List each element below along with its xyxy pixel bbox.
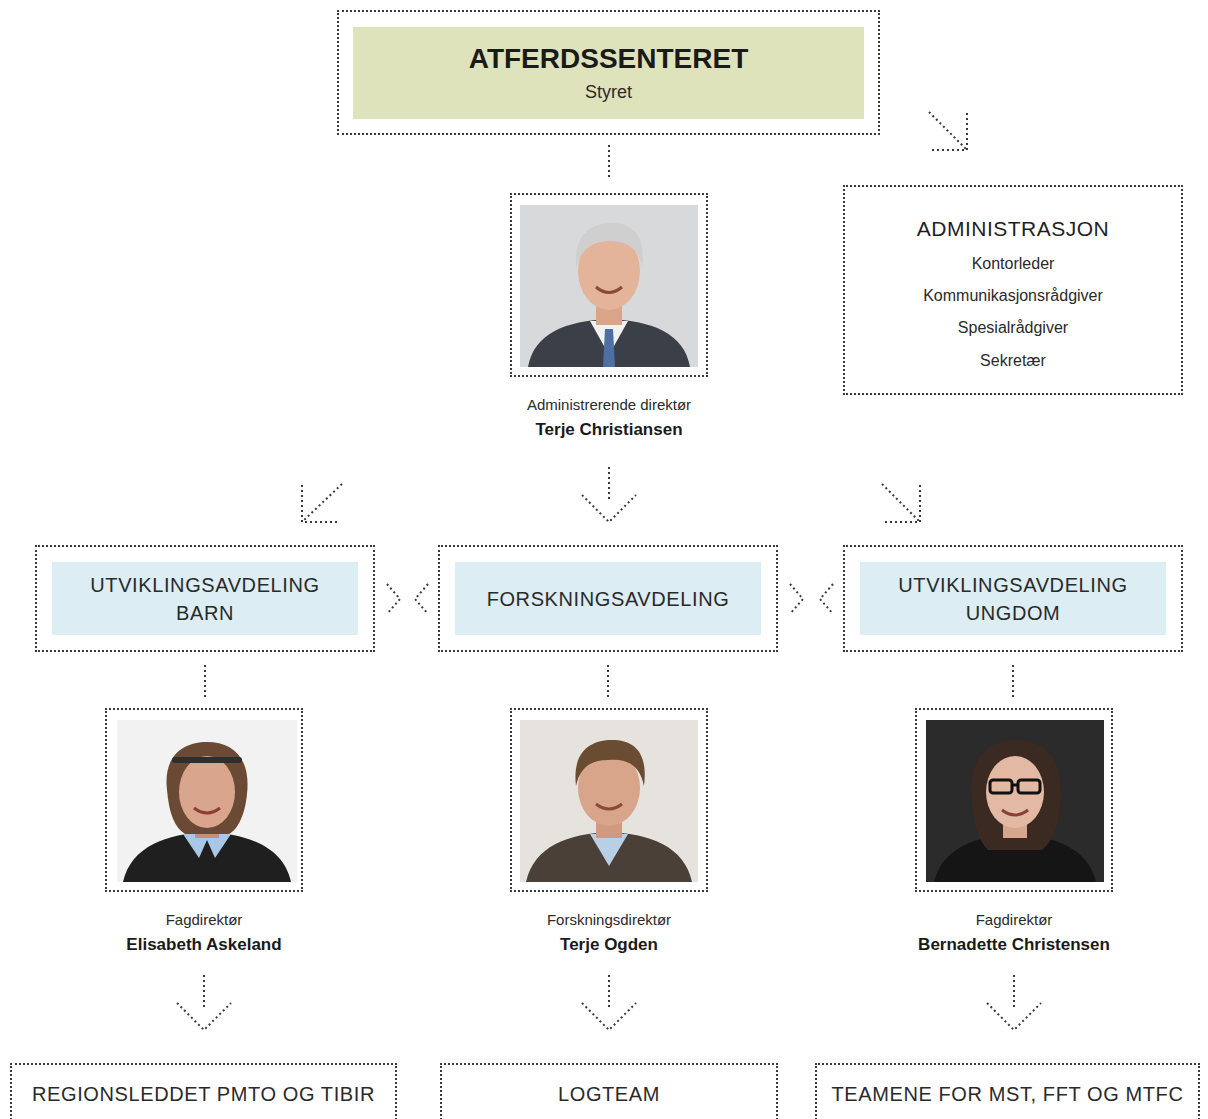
dotted-line: [987, 1003, 1041, 1030]
dotted-line: [204, 665, 206, 697]
person-name: Elisabeth Askeland: [74, 934, 334, 956]
connector: [177, 975, 231, 1030]
connector: [582, 975, 636, 1030]
team-box: REGIONSLEDDET PMTO OG TIBIR: [10, 1063, 397, 1119]
job-title: Fagdirektør: [74, 910, 334, 930]
photo-frame: [915, 708, 1113, 892]
portrait-photo: [520, 720, 698, 882]
job-title: Fagdirektør: [884, 910, 1144, 930]
department-name: UTVIKLINGSAVDELING BARN: [90, 571, 319, 627]
role-item: Kontorleder: [845, 254, 1181, 274]
person-name: Terje Christiansen: [479, 419, 739, 441]
board-title: ATFERDSSENTERET: [469, 43, 749, 75]
department-box: FORSKNINGSAVDELING: [438, 545, 778, 652]
dotted-line: [608, 467, 610, 500]
connector: [582, 467, 636, 522]
dotted-line: [1012, 665, 1014, 697]
job-title: Forskningsdirektør: [479, 910, 739, 930]
connector: [302, 484, 342, 522]
fill-panel: FORSKNINGSAVDELING: [455, 562, 761, 635]
dotted-line: [302, 485, 340, 522]
department-name: UTVIKLINGSAVDELING UNGDOM: [898, 571, 1127, 627]
department-name: FORSKNINGSAVDELING: [487, 585, 730, 613]
dotted-line: [608, 145, 610, 180]
team-box: LOGTEAM: [440, 1063, 778, 1119]
person-card: Administrerende direktørTerje Christians…: [479, 193, 739, 443]
person-name: Terje Ogden: [479, 934, 739, 956]
team-box: TEAMENE FOR MST, FFT OG MTFC: [815, 1063, 1200, 1119]
dotted-line: [302, 484, 342, 522]
role-item: Sekretær: [845, 351, 1181, 371]
role-item: Kommunikasjonsrådgiver: [845, 286, 1181, 306]
connector: [882, 484, 920, 522]
dotted-line: [415, 584, 428, 614]
connector: [929, 112, 967, 150]
dotted-line: [177, 1003, 231, 1030]
connector: [987, 975, 1041, 1030]
job-title: Administrerende direktør: [479, 395, 739, 415]
dotted-line: [790, 584, 803, 614]
portrait-photo: [520, 205, 698, 367]
connector: [205, 665, 206, 697]
dotted-line: [820, 584, 833, 614]
team-name: TEAMENE FOR MST, FFT OG MTFC: [817, 1081, 1198, 1107]
dotted-line: [582, 495, 636, 522]
portrait-photo: [926, 720, 1104, 882]
dotted-line: [387, 584, 400, 614]
dotted-line: [607, 665, 609, 697]
fill-panel: UTVIKLINGSAVDELING UNGDOM: [860, 562, 1166, 635]
section-title: ADMINISTRASJON: [845, 217, 1181, 241]
connector: [790, 584, 833, 614]
dotted-line: [608, 975, 610, 1008]
connector: [609, 145, 610, 180]
person-card: ForskningsdirektørTerje Ogden: [479, 708, 739, 958]
photo-frame: [510, 193, 708, 377]
dotted-line: [582, 1003, 636, 1030]
person-card: FagdirektørBernadette Christensen: [884, 708, 1144, 958]
team-name: REGIONSLEDDET PMTO OG TIBIR: [12, 1081, 395, 1107]
portrait-photo: [117, 720, 297, 882]
dotted-line: [882, 484, 920, 522]
connector: [1013, 665, 1014, 697]
department-box: UTVIKLINGSAVDELING BARN: [35, 545, 375, 652]
dotted-line: [203, 975, 205, 1008]
admin-box: ADMINISTRASJON KontorlederKommunikasjonsr…: [843, 185, 1183, 395]
photo-frame: [510, 708, 708, 892]
team-name: LOGTEAM: [442, 1081, 776, 1107]
board-box: ATFERDSSENTERET Styret: [337, 10, 880, 135]
person-name: Bernadette Christensen: [884, 934, 1144, 956]
board-subtitle: Styret: [585, 81, 632, 103]
person-card: FagdirektørElisabeth Askeland: [74, 708, 334, 958]
dotted-line: [929, 112, 967, 150]
dotted-line: [929, 113, 967, 150]
photo-frame: [105, 708, 303, 892]
role-item: Spesialrådgiver: [845, 318, 1181, 338]
connector: [387, 584, 428, 614]
department-box: UTVIKLINGSAVDELING UNGDOM: [843, 545, 1183, 652]
connector: [608, 665, 609, 697]
fill-panel: ATFERDSSENTERET Styret: [353, 27, 864, 119]
dotted-line: [1013, 975, 1015, 1008]
fill-panel: UTVIKLINGSAVDELING BARN: [52, 562, 358, 635]
dotted-line: [882, 485, 920, 522]
